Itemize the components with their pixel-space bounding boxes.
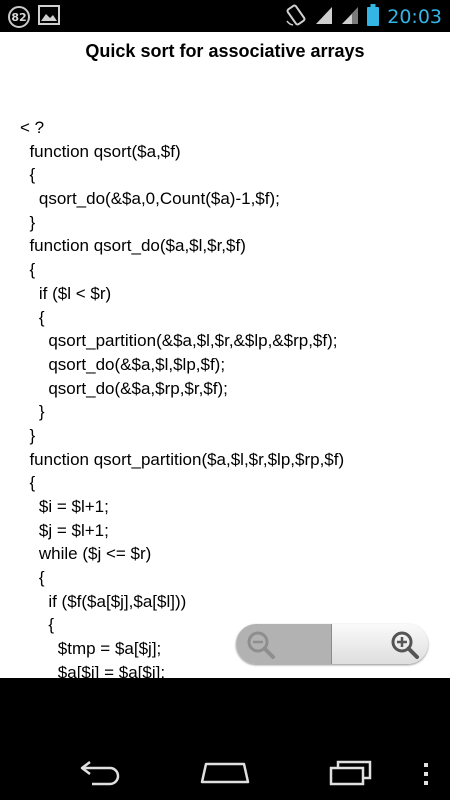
content-area[interactable]: Quick sort for associative arrays < ? fu… xyxy=(0,32,450,678)
code-line: $tmp = $a[$j]; xyxy=(20,639,162,659)
code-line: { xyxy=(20,473,36,493)
menu-button[interactable] xyxy=(423,763,429,789)
code-line: while ($j <= $r) xyxy=(20,544,152,564)
code-line: { xyxy=(20,165,36,185)
code-line: if ($l < $r) xyxy=(20,283,112,303)
code-block: < ? function qsort($a,$f) { qsort_do(&$a… xyxy=(20,116,344,678)
zoom-in-button[interactable] xyxy=(332,624,428,664)
code-line: } xyxy=(20,425,36,445)
code-line: $j = $l+1; xyxy=(20,520,109,540)
zoom-controls xyxy=(236,624,428,664)
code-line: } xyxy=(20,402,45,422)
code-line: qsort_do(&$a,$rp,$r,$f); xyxy=(20,378,228,398)
home-icon xyxy=(200,762,250,784)
signal-icon xyxy=(315,5,333,29)
notification-count: 82 xyxy=(11,10,27,24)
code-line: function qsort_do($a,$l,$r,$f) xyxy=(20,236,246,256)
code-line: < ? xyxy=(20,118,45,137)
code-line: qsort_partition(&$a,$l,$r,&$lp,&$rp,$f); xyxy=(20,331,338,351)
back-icon xyxy=(80,761,120,786)
menu-icon xyxy=(424,763,428,785)
page-title: Quick sort for associative arrays xyxy=(85,41,365,61)
code-line: function qsort($a,$f) xyxy=(20,141,181,161)
code-line: $a[$j] = $a[$i]; xyxy=(20,662,166,678)
navigation-bar xyxy=(0,678,450,800)
image-icon xyxy=(38,5,60,29)
code-line: { xyxy=(20,260,36,280)
home-button[interactable] xyxy=(200,760,250,788)
back-button[interactable] xyxy=(78,760,122,790)
code-line: if ($f($a[$j],$a[$l])) xyxy=(20,591,187,611)
code-line: } xyxy=(20,212,36,232)
zoom-out-button[interactable] xyxy=(236,624,332,664)
screen-rotation-icon xyxy=(285,3,307,31)
recent-apps-icon xyxy=(329,760,372,786)
code-line: { xyxy=(20,307,45,327)
code-line: $i = $l+1; xyxy=(20,497,109,516)
code-line: qsort_do(&$a,$l,$lp,$f); xyxy=(20,354,226,374)
code-line: qsort_do(&$a,0,Count($a)-1,$f); xyxy=(20,189,280,209)
signal-icon xyxy=(341,5,359,29)
battery-icon xyxy=(367,4,380,30)
notification-count-icon: 82 xyxy=(8,6,30,28)
recent-apps-button[interactable] xyxy=(328,760,372,790)
status-bar: 82 xyxy=(0,0,450,32)
zoom-in-icon xyxy=(391,631,419,659)
code-line: { xyxy=(20,568,45,588)
code-line: { xyxy=(20,615,55,635)
zoom-out-icon xyxy=(247,631,275,659)
clock: 20:03 xyxy=(387,6,442,28)
code-line: function qsort_partition($a,$l,$r,$lp,$r… xyxy=(20,449,345,469)
